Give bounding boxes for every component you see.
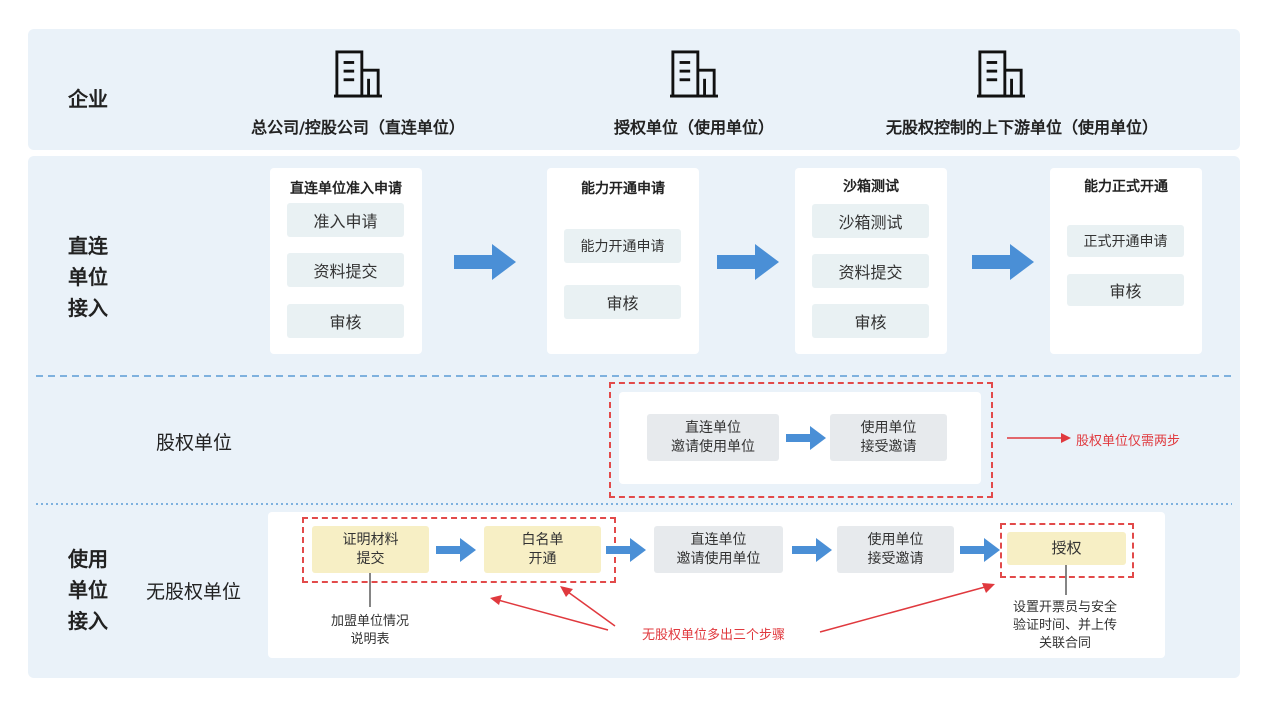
enterprise-item-upstream: 无股权控制的上下游单位（使用单位） — [885, 118, 1158, 137]
user-access-label: 使用 单位 接入 — [68, 547, 108, 633]
step-doc-submit: 资料提交 — [812, 254, 929, 288]
card-title: 能力开通申请 — [581, 181, 665, 197]
non-equity-unit-label: 无股权单位 — [146, 581, 242, 603]
flow-arrow-icon — [454, 244, 516, 280]
step-sandbox-test: 沙箱测试 — [812, 204, 929, 238]
flow-arrow-icon — [972, 244, 1034, 280]
step-accept-invite: 使用单位 接受邀请 — [830, 414, 947, 461]
step-capability-apply: 能力开通申请 — [564, 229, 681, 263]
flow-arrow-icon — [960, 538, 1000, 562]
card-title: 能力正式开通 — [1084, 179, 1168, 195]
step-review: 审核 — [812, 304, 929, 338]
card-title: 直连单位准入申请 — [290, 181, 402, 197]
equity-unit-label: 股权单位 — [156, 432, 233, 454]
authorize-highlight-box — [1000, 523, 1134, 578]
note-authorize-setup: 设置开票员与安全 验证时间、并上传 关联合同 — [1012, 600, 1117, 651]
step-proof-submit: 证明材料 提交 — [312, 526, 429, 573]
step-review: 审核 — [287, 304, 404, 338]
building-icon — [977, 49, 1025, 99]
step-review: 审核 — [1067, 274, 1184, 306]
flow-arrow-icon — [717, 244, 779, 280]
equity-note: 股权单位仅需两步 — [1076, 434, 1181, 449]
step-formal-open-apply: 正式开通申请 — [1067, 225, 1184, 257]
card-title: 沙箱测试 — [843, 179, 899, 195]
step-invite-user: 直连单位 邀请使用单位 — [647, 414, 779, 461]
flow-arrow-icon — [792, 538, 832, 562]
step-doc-submit: 资料提交 — [287, 253, 404, 287]
red-arrow-icon — [1007, 433, 1071, 443]
step-accept-invite: 使用单位 接受邀请 — [837, 526, 954, 573]
step-invite-user: 直连单位 邀请使用单位 — [654, 526, 783, 573]
dotted-divider — [36, 503, 1232, 505]
step-admission-apply: 准入申请 — [287, 203, 404, 237]
step-whitelist-open: 白名单 开通 — [484, 526, 601, 573]
dashed-divider — [36, 375, 1232, 377]
equity-highlight-box — [609, 382, 993, 498]
enterprise-panel — [28, 29, 1240, 150]
building-icon — [670, 49, 718, 99]
flow-arrow-icon — [436, 538, 476, 562]
note-franchise-form: 加盟单位情况 说明表 — [330, 614, 409, 647]
direct-access-label: 直连 单位 接入 — [68, 234, 108, 320]
connector-line — [369, 573, 371, 607]
connector-line — [1065, 565, 1067, 595]
card-formal-open — [1050, 168, 1202, 354]
building-icon — [334, 49, 382, 99]
step-review: 审核 — [564, 285, 681, 319]
flow-arrow-icon — [606, 538, 646, 562]
enterprise-item-head-office: 总公司/控股公司（直连单位） — [251, 118, 465, 137]
extra-steps-note: 无股权单位多出三个步骤 — [642, 628, 786, 643]
red-callout-arrows — [490, 583, 995, 633]
step-authorize: 授权 — [1007, 532, 1126, 565]
enterprise-label: 企业 — [68, 87, 108, 111]
enterprise-item-authorized: 授权单位（使用单位） — [613, 118, 774, 137]
flow-arrow-icon — [786, 426, 826, 450]
